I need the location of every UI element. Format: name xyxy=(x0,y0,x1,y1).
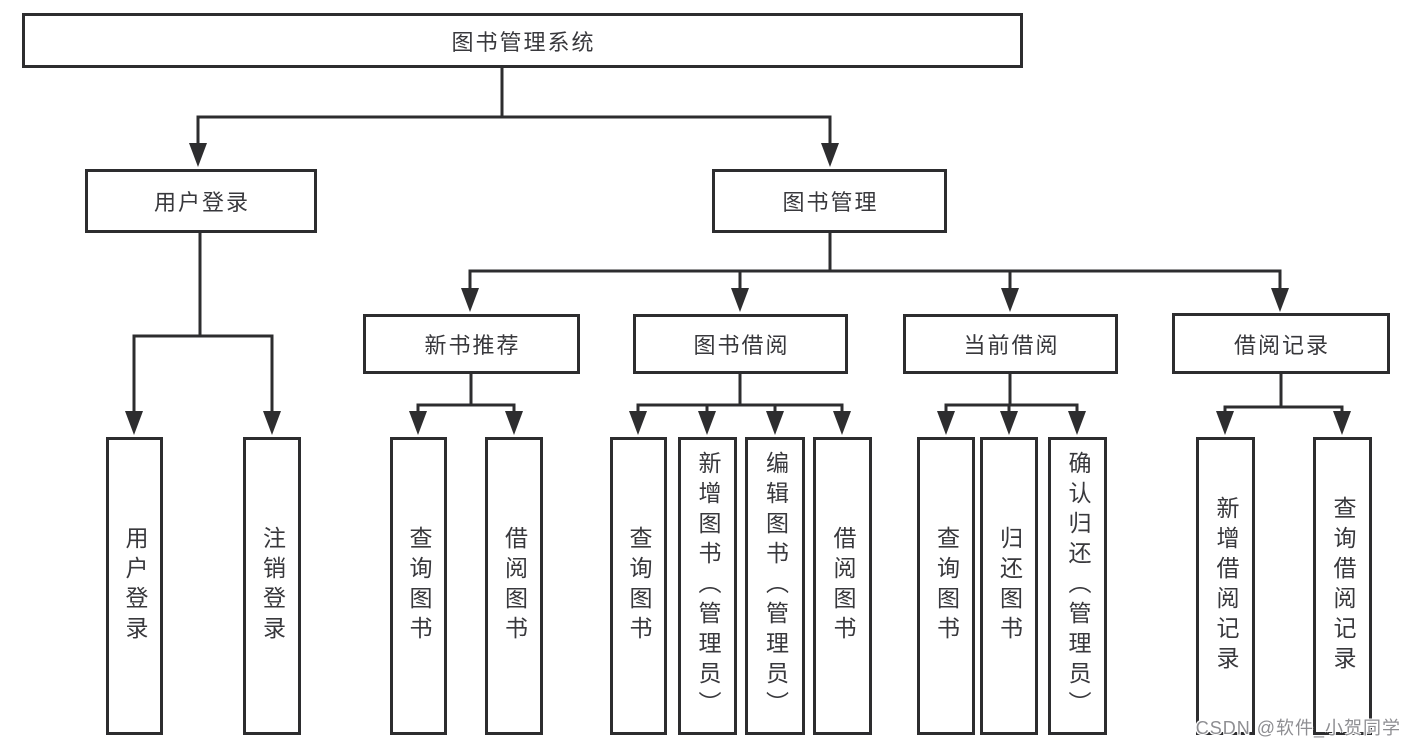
branch-user-login-connector xyxy=(132,233,274,414)
node-label: 编辑图书（管理员） xyxy=(762,451,789,721)
arrow-down-icon xyxy=(1068,411,1086,435)
arrow-down-icon xyxy=(1333,411,1351,435)
arrow-down-icon xyxy=(263,411,281,435)
node-label: 新增图书（管理员） xyxy=(695,451,721,721)
leaf-br-query-record: 查询借阅记录 xyxy=(1313,437,1372,735)
node-label: 用户登录 xyxy=(153,190,250,215)
arrow-down-icon xyxy=(409,411,427,435)
arrow-down-icon xyxy=(1000,411,1018,435)
arrow-down-icon xyxy=(505,411,523,435)
arrow-down-icon xyxy=(1271,288,1289,312)
leaf-user-login: 用户登录 xyxy=(106,437,163,735)
leaf-br-add-record: 新增借阅记录 xyxy=(1196,437,1255,735)
node-label: 查询借阅记录 xyxy=(1330,496,1356,676)
node-label: 图书借阅 xyxy=(693,333,790,358)
node-label: 新书推荐 xyxy=(424,333,521,358)
leaf-bb-borrow-books: 借阅图书 xyxy=(813,437,872,735)
leaf-bb-add-books: 新增图书（管理员） xyxy=(678,437,737,735)
arrow-down-icon xyxy=(731,288,749,312)
node-label: 借阅图书 xyxy=(501,526,528,646)
node-user-login-group: 用户登录 xyxy=(85,169,317,233)
arrow-down-icon xyxy=(189,143,207,167)
node-label: 注销登录 xyxy=(259,526,286,646)
node-label: 用户登录 xyxy=(122,526,148,646)
csdn-watermark: CSDN @软件_小贺同学 xyxy=(1195,718,1401,738)
arrow-down-icon xyxy=(937,411,955,435)
branch-book-management-connector xyxy=(468,233,1282,291)
node-new-book-recommend: 新书推荐 xyxy=(363,314,580,374)
arrow-down-icon xyxy=(125,411,143,435)
arrow-down-icon xyxy=(629,411,647,435)
leaf-cb-return-books: 归还图书 xyxy=(980,437,1038,735)
arrow-down-icon xyxy=(821,143,839,167)
node-label: 借阅图书 xyxy=(830,526,856,646)
arrow-down-icon xyxy=(1216,411,1234,435)
branch-current-borrowing-connector xyxy=(944,374,1079,414)
node-current-borrowing: 当前借阅 xyxy=(903,314,1118,374)
arrow-down-icon xyxy=(766,411,784,435)
branch-new-book-recommend-connector xyxy=(416,374,516,414)
arrow-down-icon xyxy=(1001,288,1019,312)
node-label: 查询图书 xyxy=(626,526,652,646)
leaf-bb-edit-books: 编辑图书（管理员） xyxy=(745,437,805,735)
node-label: 借阅记录 xyxy=(1233,332,1330,358)
arrowheads xyxy=(125,143,1351,435)
branch-root-connector xyxy=(196,68,832,146)
node-root: 图书管理系统 xyxy=(22,13,1023,68)
leaf-nbr-query-books: 查询图书 xyxy=(390,437,447,735)
leaf-logout: 注销登录 xyxy=(243,437,301,735)
arrow-down-icon xyxy=(461,288,479,312)
arrow-down-icon xyxy=(833,411,851,435)
leaf-nbr-borrow-books: 借阅图书 xyxy=(485,437,543,735)
node-book-borrowing: 图书借阅 xyxy=(633,314,848,374)
node-label: 归还图书 xyxy=(996,526,1023,646)
node-label: 确认归还（管理员） xyxy=(1065,451,1091,721)
arrow-down-icon xyxy=(698,411,716,435)
node-label: 当前借阅 xyxy=(963,333,1060,358)
node-label: 新增借阅记录 xyxy=(1213,496,1239,676)
node-book-management: 图书管理 xyxy=(712,169,947,233)
node-label: 图书管理系统 xyxy=(451,29,596,55)
branch-borrowing-records-connector xyxy=(1223,374,1344,414)
node-label: 查询图书 xyxy=(933,526,960,646)
branch-book-borrowing-connector xyxy=(636,374,844,414)
node-label: 图书管理 xyxy=(782,190,879,215)
leaf-cb-confirm-return: 确认归还（管理员） xyxy=(1048,437,1107,735)
node-label: 查询图书 xyxy=(406,526,432,646)
node-borrowing-records: 借阅记录 xyxy=(1172,313,1390,374)
leaf-bb-query-books: 查询图书 xyxy=(610,437,667,735)
leaf-cb-query-books: 查询图书 xyxy=(917,437,975,735)
